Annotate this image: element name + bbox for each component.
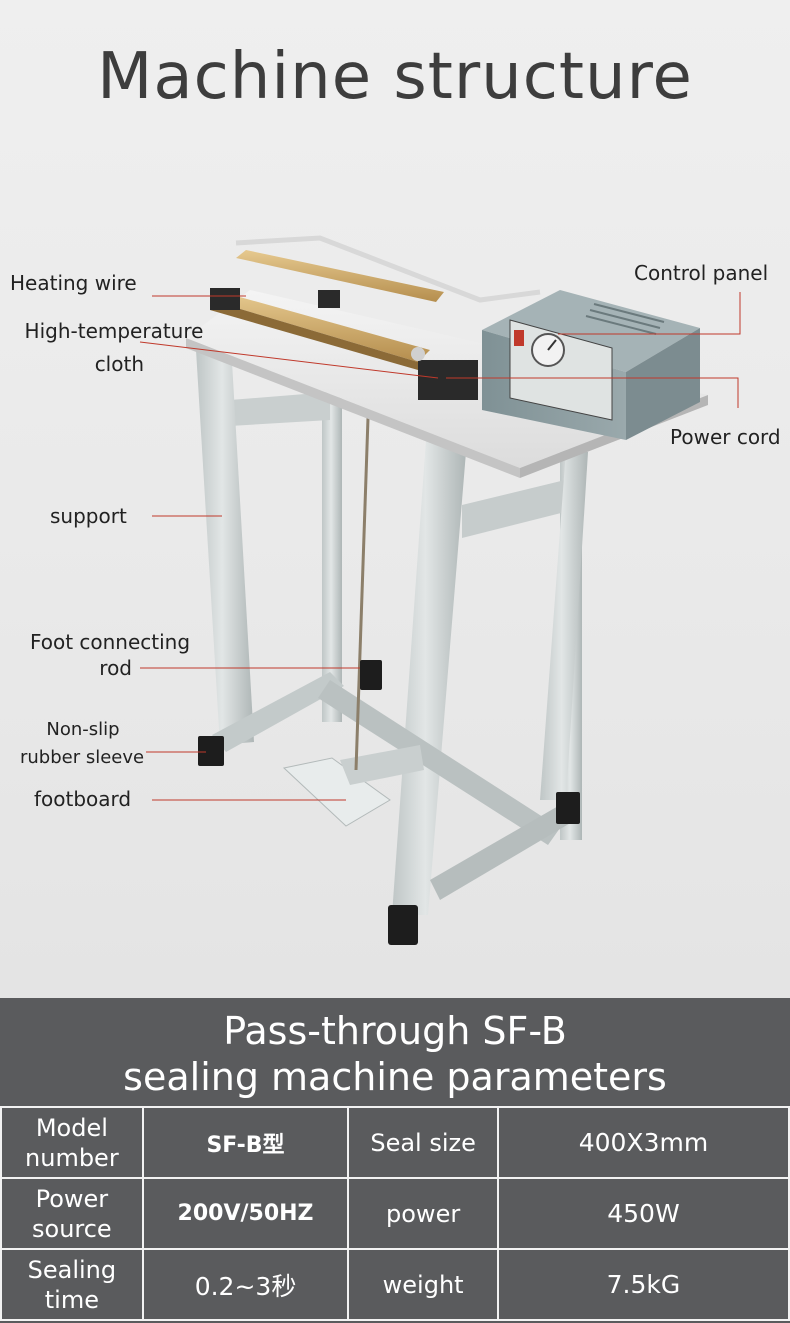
param-value: 0.2~3秒 bbox=[141, 1248, 350, 1321]
table-row: Sealing time 0.2~3秒 weight 7.5kG bbox=[0, 1248, 790, 1321]
rear-clamp bbox=[318, 290, 340, 308]
back-left-leg bbox=[322, 392, 342, 722]
lower-sealing-bar bbox=[210, 292, 430, 362]
footboard-bracket bbox=[340, 745, 424, 785]
label-footboard: footboard bbox=[34, 787, 132, 811]
control-box-side bbox=[626, 328, 700, 440]
front-right-leg bbox=[392, 440, 466, 915]
front-left-leg bbox=[196, 350, 254, 745]
label-heating-wire: Heating wire bbox=[10, 271, 137, 295]
control-box-top bbox=[482, 290, 700, 372]
label-non-slip-line2: rubber sleeve bbox=[20, 747, 145, 768]
parameters-title-line2: sealing machine parameters bbox=[123, 1055, 667, 1099]
right-side-leg bbox=[540, 450, 588, 800]
rear-crossbar bbox=[230, 392, 330, 426]
sealing-machine-illustration bbox=[139, 235, 741, 945]
lower-bar-shadow bbox=[210, 300, 418, 370]
bottom-frame-front bbox=[318, 680, 560, 845]
leader-power-cord bbox=[446, 377, 739, 408]
rod-clip bbox=[360, 660, 382, 690]
power-switch bbox=[514, 330, 524, 346]
right-crossbar bbox=[462, 480, 565, 538]
label-control-panel: Control panel bbox=[634, 261, 769, 285]
label-non-slip-line1: Non-slip bbox=[46, 719, 120, 740]
table-row: Power source 200V/50HZ power 450W bbox=[0, 1177, 790, 1250]
footboard-plate bbox=[282, 757, 391, 827]
param-key: Model number bbox=[0, 1106, 144, 1179]
label-foot-rod-line2: rod bbox=[99, 656, 132, 680]
left-clamp bbox=[210, 288, 240, 310]
param-key: power bbox=[347, 1177, 499, 1250]
label-foot-rod-line1: Foot connecting bbox=[29, 630, 191, 654]
parameters-title-line1: Pass-through SF-B bbox=[223, 1009, 567, 1053]
param-key: Power source bbox=[0, 1177, 144, 1250]
param-key: weight bbox=[347, 1248, 499, 1321]
foot-rod bbox=[354, 417, 370, 771]
bottom-frame-left bbox=[212, 672, 344, 752]
leader-high-temp-cloth bbox=[139, 341, 439, 379]
label-support: support bbox=[50, 504, 127, 528]
right-clamp bbox=[418, 360, 478, 400]
product-image-area: Machine structure bbox=[0, 0, 790, 998]
param-value: SF-B型 bbox=[141, 1106, 350, 1179]
leader-control-panel bbox=[558, 292, 741, 335]
page-title: Machine structure bbox=[97, 40, 693, 114]
param-value: 400X3mm bbox=[496, 1106, 790, 1179]
upper-arm bbox=[235, 235, 541, 303]
table-row: Model number SF-B型 Seal size 400X3mm bbox=[0, 1106, 790, 1179]
parameters-title: Pass-through SF-B sealing machine parame… bbox=[0, 1008, 790, 1100]
label-high-temp-line2: cloth bbox=[94, 352, 144, 376]
param-value: 7.5kG bbox=[496, 1248, 790, 1321]
label-high-temp-line1: High-temperature bbox=[24, 319, 204, 343]
foot-front bbox=[388, 905, 418, 945]
parameters-table: Model number SF-B型 Seal size 400X3mm Pow… bbox=[0, 1106, 790, 1321]
table-edge bbox=[186, 338, 520, 478]
parameters-section: Pass-through SF-B sealing machine parame… bbox=[0, 998, 790, 1323]
param-value: 450W bbox=[496, 1177, 790, 1250]
foot-right bbox=[556, 792, 580, 824]
param-value: 200V/50HZ bbox=[141, 1177, 350, 1250]
bottom-frame-right bbox=[430, 805, 572, 900]
param-key: Sealing time bbox=[0, 1248, 144, 1321]
upper-sealing-bar bbox=[236, 250, 444, 302]
label-power-cord: Power cord bbox=[670, 425, 781, 449]
param-key: Seal size bbox=[347, 1106, 499, 1179]
foot-left bbox=[198, 736, 224, 766]
